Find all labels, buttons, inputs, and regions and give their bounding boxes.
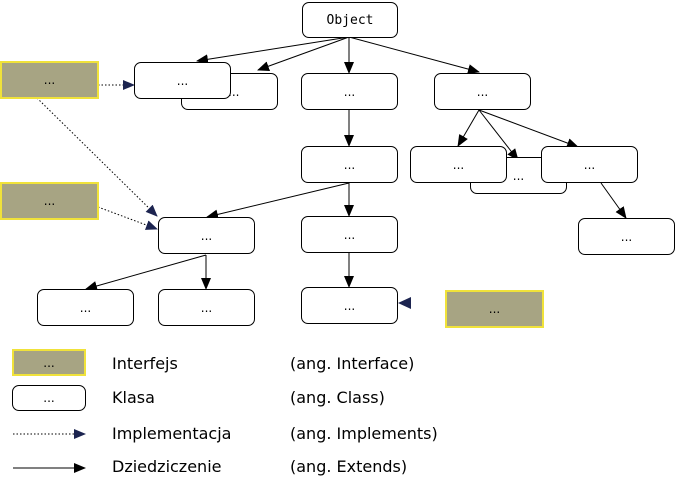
legend-interface-english: (ang. Interface) [290,354,415,373]
extends-arrow [196,36,350,65]
implements-arrow [97,206,158,230]
class-node: ... [134,62,231,99]
legend-implements-label: Implementacja [112,424,232,443]
class-node: ... [37,289,134,326]
class-node: ... [578,218,675,255]
extends-arrow [85,254,207,291]
class-node: ... [541,146,638,183]
implements-arrow [36,97,158,217]
extends-arrow [457,109,480,147]
extends-arrow [478,109,579,148]
legend-interface-sample: ... [12,349,86,376]
class-node: ... [158,217,255,254]
extends-arrow [348,36,480,74]
class-node: ... [301,73,398,110]
extends-arrow [600,182,627,219]
class-node-label: ... [228,84,240,99]
class-node: ... [410,146,507,183]
legend-class-english: (ang. Class) [290,388,385,407]
class-node: ... [301,287,398,324]
class-node: ... [301,146,398,183]
interface-node: ... [445,290,544,328]
legend-class-sample: ... [12,385,86,411]
interface-node: ... [0,182,99,220]
class-node: ... [434,73,531,110]
extends-arrow [478,109,519,161]
class-node: ... [301,216,398,253]
legend-extends-label: Dziedziczenie [112,457,222,476]
class-node: ... [158,289,255,326]
extends-arrow [257,36,350,71]
implements-arrowhead [398,297,411,309]
extends-arrow [206,182,350,220]
legend-class-label: Klasa [112,388,155,407]
legend-interface-label: Interfejs [112,354,178,373]
object-class-node: Object [302,2,398,38]
legend-implements-english: (ang. Implements) [290,424,438,443]
interface-node: ... [0,61,99,99]
legend-extends-english: (ang. Extends) [290,457,408,476]
